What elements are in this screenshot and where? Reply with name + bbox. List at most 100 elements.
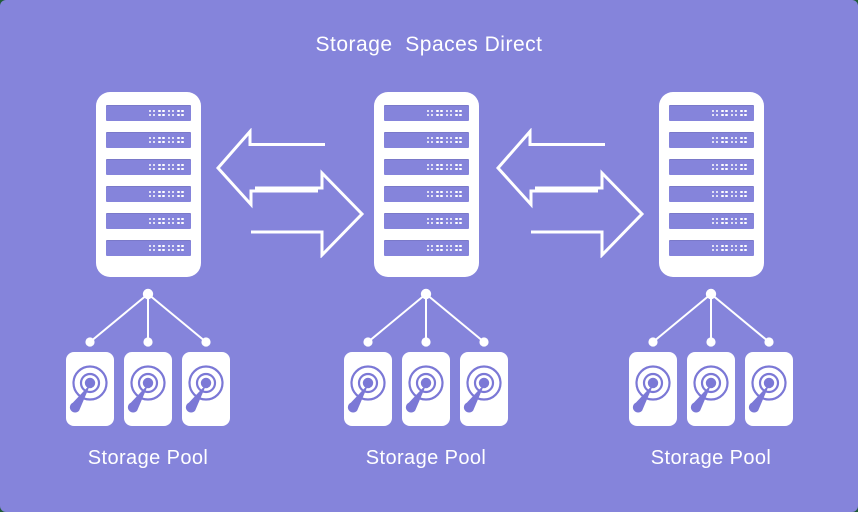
led-dot — [455, 167, 458, 171]
disk-platter-graphic — [690, 365, 729, 413]
led-dot — [449, 167, 452, 171]
led-dot — [162, 113, 165, 117]
led-dot — [449, 217, 452, 221]
led-dot-group — [167, 136, 174, 144]
led-dot — [148, 136, 151, 140]
led-dot-group — [158, 163, 165, 171]
led-dot — [426, 217, 429, 221]
led-dot-group — [730, 217, 737, 225]
led-dot — [459, 244, 462, 248]
led-dot-group — [455, 244, 462, 252]
led-dot — [721, 190, 724, 194]
led-dot — [171, 221, 174, 225]
led-dot — [162, 136, 165, 140]
server-slot — [668, 186, 754, 202]
led-dot-group — [177, 190, 184, 198]
hard-disk-icon — [460, 352, 508, 426]
led-dot — [436, 167, 439, 171]
led-dot — [730, 136, 733, 140]
led-dot-group — [436, 163, 443, 171]
led-dot — [715, 248, 718, 252]
led-dot — [162, 109, 165, 113]
led-dot — [426, 140, 429, 144]
led-dot-group — [426, 109, 433, 117]
led-dot-group — [148, 217, 155, 225]
disk-platter-graphic — [185, 365, 224, 413]
led-dot — [148, 190, 151, 194]
led-dot — [455, 248, 458, 252]
led-dot — [449, 190, 452, 194]
led-dot — [449, 109, 452, 113]
led-dot — [744, 248, 747, 252]
led-dot-group — [455, 136, 462, 144]
led-dot — [715, 136, 718, 140]
led-dot — [181, 140, 184, 144]
led-dot-group — [711, 244, 718, 252]
led-dot — [440, 136, 443, 140]
led-dot-group — [148, 163, 155, 171]
led-dot — [430, 248, 433, 252]
led-dot — [734, 190, 737, 194]
led-dot — [177, 167, 180, 171]
led-dot — [430, 167, 433, 171]
led-dot — [162, 217, 165, 221]
led-dot — [734, 244, 737, 248]
led-dot — [449, 113, 452, 117]
led-dot — [455, 244, 458, 248]
hard-disk-icon — [629, 352, 677, 426]
led-dot — [426, 113, 429, 117]
server-slot — [383, 240, 469, 256]
led-dot — [162, 244, 165, 248]
led-dot — [744, 163, 747, 167]
led-dot — [740, 163, 743, 167]
led-dot — [740, 136, 743, 140]
led-dot-group — [721, 109, 728, 117]
led-dot — [181, 194, 184, 198]
slot-led-dots — [711, 244, 747, 252]
led-dot — [730, 163, 733, 167]
server-slot — [668, 213, 754, 229]
led-dot-group — [445, 136, 452, 144]
server-slot — [105, 132, 191, 148]
led-dot — [725, 163, 728, 167]
led-dot — [725, 217, 728, 221]
disk-group — [66, 352, 230, 426]
led-dot-group — [445, 244, 452, 252]
led-dot-group — [158, 109, 165, 117]
led-dot-group — [167, 190, 174, 198]
led-dot — [152, 109, 155, 113]
led-dot — [721, 136, 724, 140]
led-dot — [730, 248, 733, 252]
led-dot — [734, 163, 737, 167]
led-dot-group — [426, 136, 433, 144]
led-dot — [744, 217, 747, 221]
led-dot-group — [740, 244, 747, 252]
led-dot — [436, 163, 439, 167]
led-dot — [445, 109, 448, 113]
led-dot-group — [426, 163, 433, 171]
led-dot — [725, 221, 728, 225]
led-dot-group — [177, 163, 184, 171]
led-dot — [725, 136, 728, 140]
led-dot — [152, 217, 155, 221]
led-dot — [740, 190, 743, 194]
led-dot — [449, 140, 452, 144]
led-dot-group — [455, 190, 462, 198]
led-dot — [177, 244, 180, 248]
led-dot — [177, 163, 180, 167]
server-slot — [383, 186, 469, 202]
led-dot — [744, 140, 747, 144]
led-dot — [158, 113, 161, 117]
server-tower-icon — [95, 92, 201, 277]
led-dot — [711, 190, 714, 194]
led-dot — [177, 109, 180, 113]
led-dot-group — [177, 217, 184, 225]
led-dot-group — [711, 217, 718, 225]
led-dot — [449, 163, 452, 167]
led-dot — [721, 244, 724, 248]
led-dot-group — [148, 109, 155, 117]
disk-platter-graphic — [463, 365, 502, 413]
led-dot — [744, 136, 747, 140]
led-dot — [162, 190, 165, 194]
led-dot — [430, 217, 433, 221]
